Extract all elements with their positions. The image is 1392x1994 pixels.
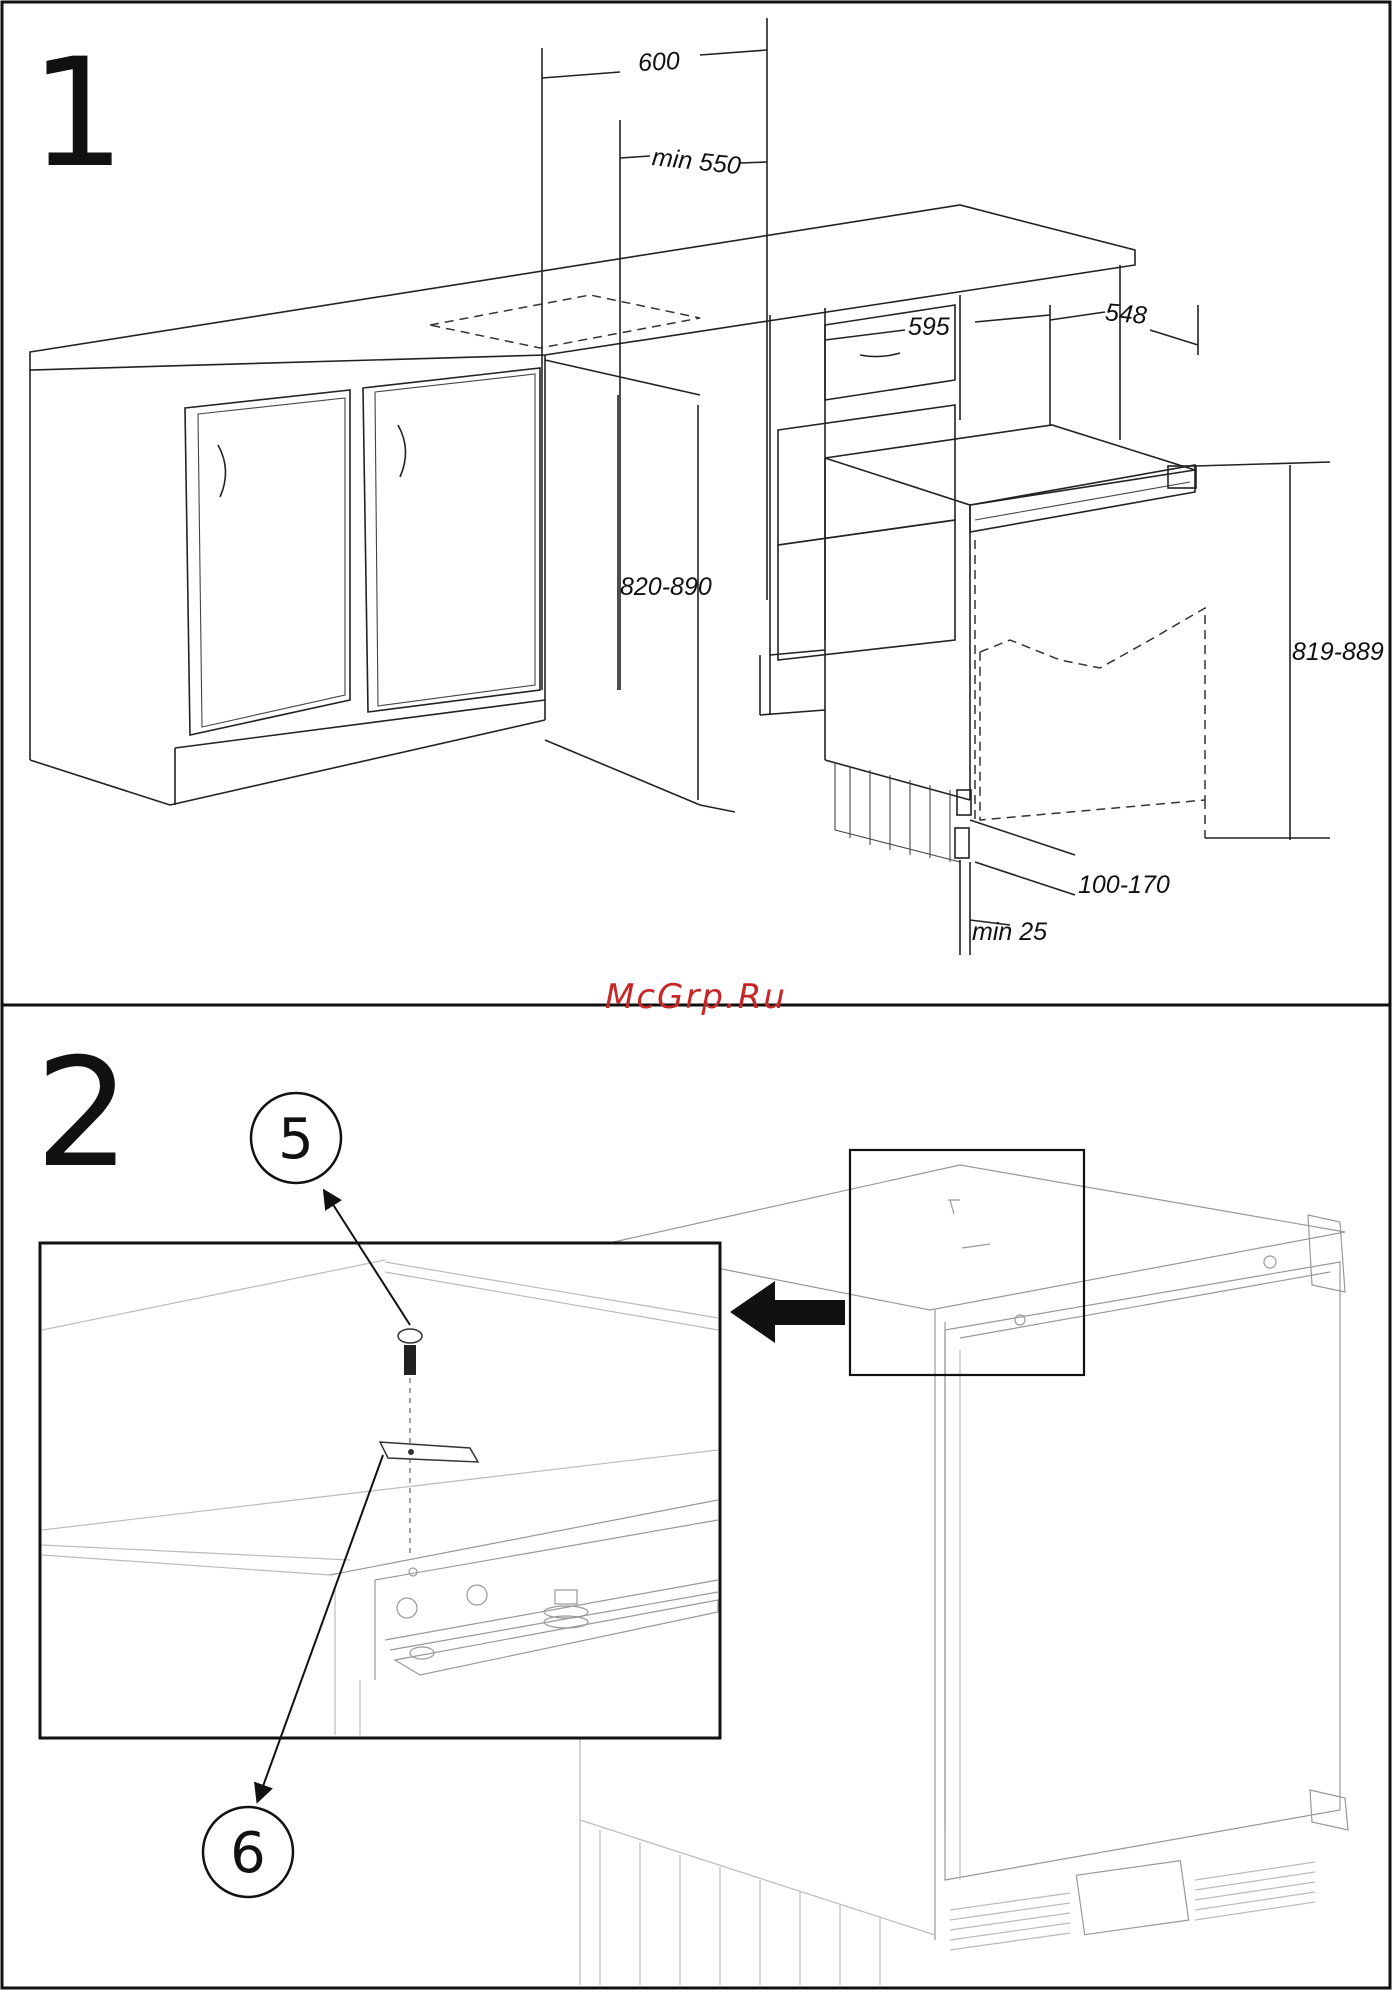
panel-2: 2 (35, 1027, 1348, 1985)
dim-820-890-label: 820-890 (620, 573, 712, 601)
callout-6: 6 (203, 1807, 293, 1897)
callout-5: 5 (251, 1093, 341, 1183)
dim-min-25-label: min 25 (972, 918, 1047, 946)
built-in-appliance (825, 425, 1205, 862)
dim-100-170-label: 100-170 (1078, 871, 1170, 899)
callout-6-label: 6 (230, 1821, 266, 1886)
dim-600-label: 600 (637, 47, 680, 77)
detail-frame (850, 1150, 1084, 1375)
dim-548-label: 548 (1104, 298, 1148, 330)
callout-5-label: 5 (278, 1107, 314, 1172)
dim-min-550-label: min 550 (651, 143, 742, 180)
panel-2-number: 2 (35, 1027, 130, 1201)
panel-1-number: 1 (30, 27, 125, 201)
dim-819-889-label: 819-889 (1292, 638, 1384, 666)
panel-1: 1 (30, 18, 1384, 955)
watermark-text: McGrp.Ru (605, 977, 787, 1017)
dim-595-label: 595 (908, 313, 950, 341)
